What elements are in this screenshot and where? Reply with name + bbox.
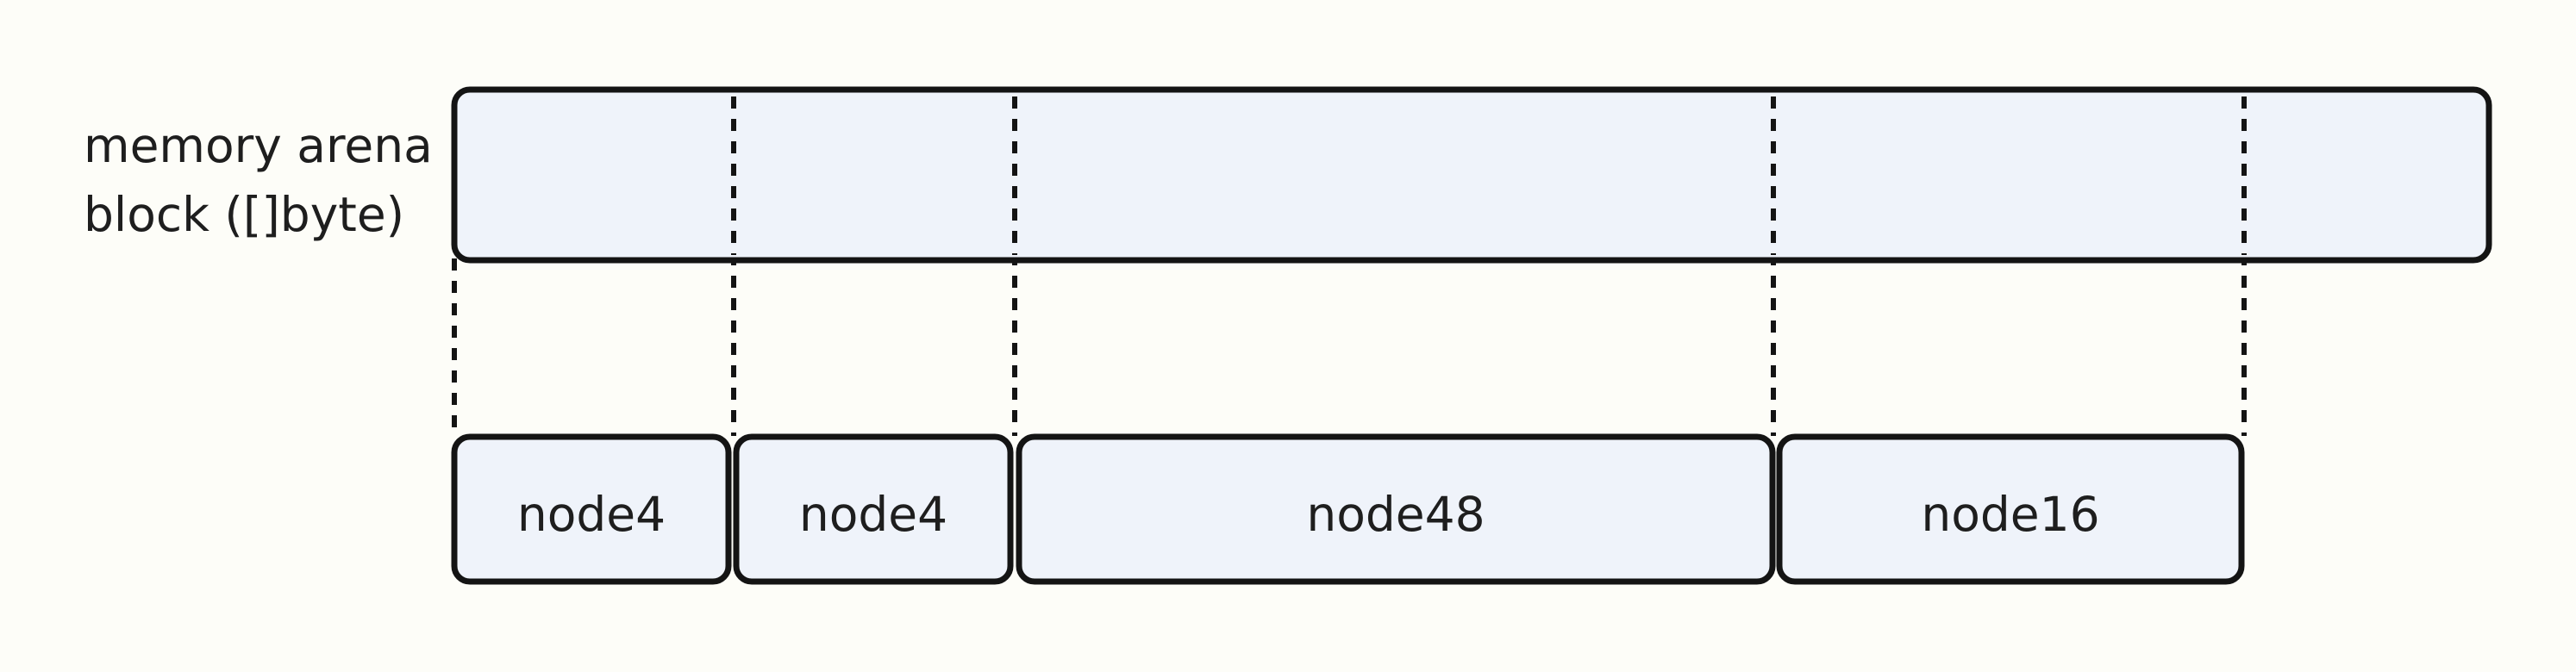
arena-label-line-2: block ([]byte) [84,187,404,242]
node-block-2-box [733,433,1014,585]
node-block: node4 [733,433,1014,585]
node-block-3-box [1016,433,1776,585]
node-block-1-label: node4 [517,487,666,542]
node-block-4-box [1776,433,2245,585]
node-block-2-label: node4 [799,487,947,542]
node-block-1-box [451,433,732,585]
node-block: node4 [451,433,732,585]
node-block: node48 [1016,433,1776,585]
memory-arena-block [451,86,2492,264]
arena-dividers [731,96,2247,255]
arena-label-line-1: memory arena [84,118,433,173]
node-block: node16 [1776,433,2245,585]
node-blocks: node4 node4 node48 node16 [451,433,2245,585]
node-block-3-label: node48 [1306,487,1485,542]
node-block-4-label: node16 [1921,487,2099,542]
